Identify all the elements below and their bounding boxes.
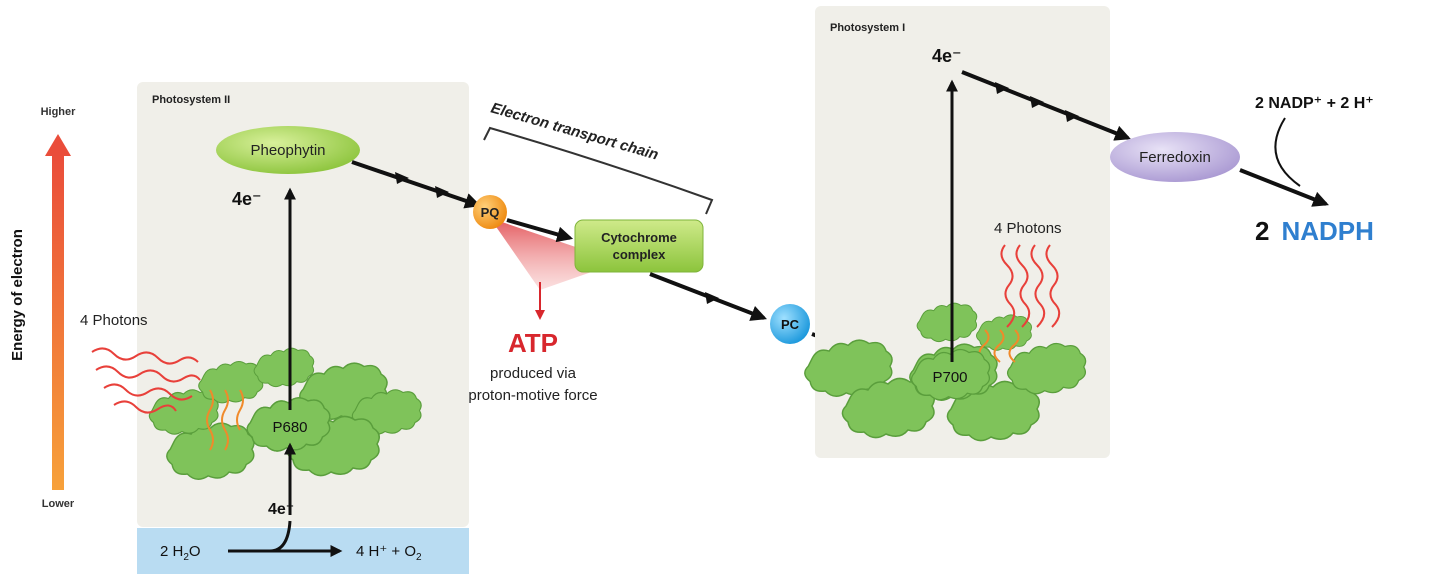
etc-bracket (483, 126, 714, 215)
chevron-marker (995, 82, 1009, 94)
chevron-marker (705, 292, 719, 304)
chevron-marker (395, 172, 409, 184)
atp-note-1: produced via (490, 365, 577, 382)
energy-axis-lower: Lower (42, 498, 75, 510)
psii-electrons-up: 4e⁻ (232, 189, 262, 209)
pheophytin-label: Pheophytin (250, 142, 325, 159)
pq-circle (473, 195, 507, 229)
pheophytin-to-pq-arrow (351, 160, 482, 209)
pq-carrier: PQ (473, 195, 507, 229)
photosystem-i-panel (815, 6, 1110, 458)
photosystem-i: Photosystem I 4 Photons P700 4e⁻ (804, 6, 1110, 458)
water-electron-branch (269, 520, 292, 553)
psii-electrons-in: 4e⁻ (268, 501, 294, 518)
chevron-marker (1030, 96, 1044, 108)
cytochrome-label-2: complex (613, 247, 667, 262)
energy-axis-arrowhead (45, 134, 71, 156)
ferredoxin-to-nadph-arrow (1239, 168, 1329, 207)
chevron-marker (435, 186, 449, 198)
water-reactant: 2 H2O (160, 543, 201, 563)
atp-note-2: proton-motive force (468, 387, 597, 404)
cytochrome-complex: Cytochrome complex (574, 219, 704, 273)
p680-reaction-center: P680 (246, 397, 331, 452)
pc-label: PC (781, 317, 800, 332)
cytochrome-label-1: Cytochrome (601, 230, 677, 245)
chevron-marker (1065, 110, 1079, 122)
energy-axis-label: Energy of electron (9, 229, 26, 361)
nadp-input: 2 NADP⁺ + 2 H⁺ (1255, 95, 1374, 112)
p700-reaction-center: P700 (910, 348, 991, 401)
ferredoxin-ellipse (1110, 132, 1240, 182)
ferredoxin-label: Ferredoxin (1139, 149, 1211, 166)
energy-axis-higher: Higher (41, 106, 77, 118)
cytochrome-box (574, 219, 704, 273)
water-splitting: 2 H2O 4 H⁺ + O2 (137, 520, 469, 574)
p680-label: P680 (272, 419, 307, 436)
photosystem-i-photons-label: 4 Photons (994, 220, 1062, 237)
nadp-input-arrow (1274, 117, 1301, 187)
photosystem-ii-photons (91, 347, 244, 451)
photosystem-ii-title: Photosystem II (152, 94, 230, 106)
photosystem-i-photons (978, 244, 1061, 363)
energy-axis-bar (52, 155, 64, 490)
photosystem-ii-photons-label: 4 Photons (80, 312, 148, 329)
psi-electrons-up: 4e⁻ (932, 46, 962, 66)
pheophytin-ellipse (216, 126, 360, 174)
pheophytin: Pheophytin (216, 126, 360, 174)
water-products: 4 H⁺ + O2 (356, 543, 422, 563)
atp-output: ATP produced via proton-motive force (468, 328, 597, 404)
pc-carrier: PC (770, 304, 810, 344)
photosystem-ii: Photosystem II 4 Photons P680 (80, 82, 469, 527)
pq-label: PQ (481, 205, 500, 220)
p700-label: P700 (932, 369, 967, 386)
photosystem-i-title: Photosystem I (830, 22, 905, 34)
psi-to-ferredoxin-arrow (961, 70, 1131, 141)
ferredoxin: Ferredoxin (1110, 132, 1240, 182)
pq-to-cytochrome-arrow (506, 218, 574, 243)
energy-axis: Higher Lower Energy of electron (9, 106, 76, 510)
atp-label: ATP (508, 328, 558, 358)
pc-circle (770, 304, 810, 344)
